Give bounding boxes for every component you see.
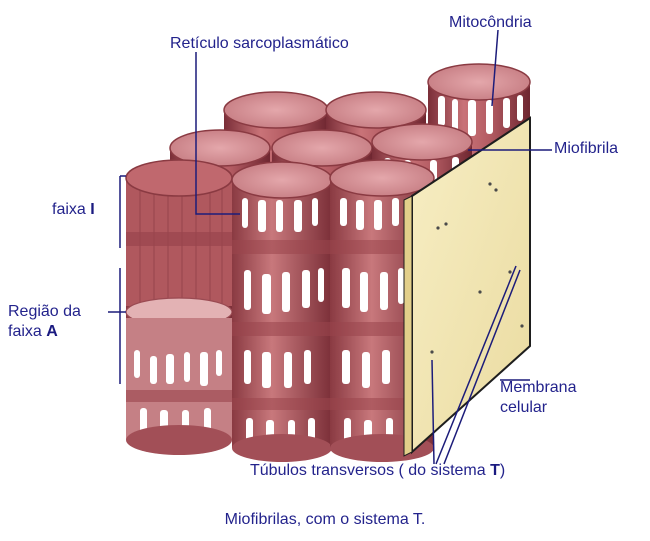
- label-tubulos-letter: T: [490, 462, 500, 479]
- label-faixa-i: faixa I: [52, 200, 95, 219]
- label-regiao-faixa-text: faixa: [8, 323, 46, 340]
- label-mitocondria: Mitocôndria: [449, 13, 532, 32]
- figure-caption: Miofibrilas, com o sistema T.: [0, 511, 650, 529]
- label-miofibrila: Miofibrila: [554, 139, 618, 158]
- front-middle-myofibril: [232, 162, 332, 462]
- label-faixa-i-letter: I: [90, 201, 94, 218]
- label-tubulos-text: Túbulos transversos ( do sistema: [250, 462, 490, 479]
- label-membrana: Membrana: [500, 378, 576, 397]
- label-regiao-faixa-letter: A: [46, 323, 58, 340]
- label-celular: celular: [500, 398, 547, 417]
- label-tubulos-close: ): [500, 462, 505, 479]
- label-regiao-line1: Região da: [8, 302, 81, 321]
- label-faixa-i-text: faixa: [52, 201, 90, 218]
- front-left-myofibril: [126, 160, 232, 455]
- label-tubulos-transversos: Túbulos transversos ( do sistema T): [250, 461, 505, 480]
- label-regiao-line2: faixa A: [8, 322, 58, 341]
- label-reticulo-sarcoplasmatico: Retículo sarcoplasmático: [170, 34, 349, 53]
